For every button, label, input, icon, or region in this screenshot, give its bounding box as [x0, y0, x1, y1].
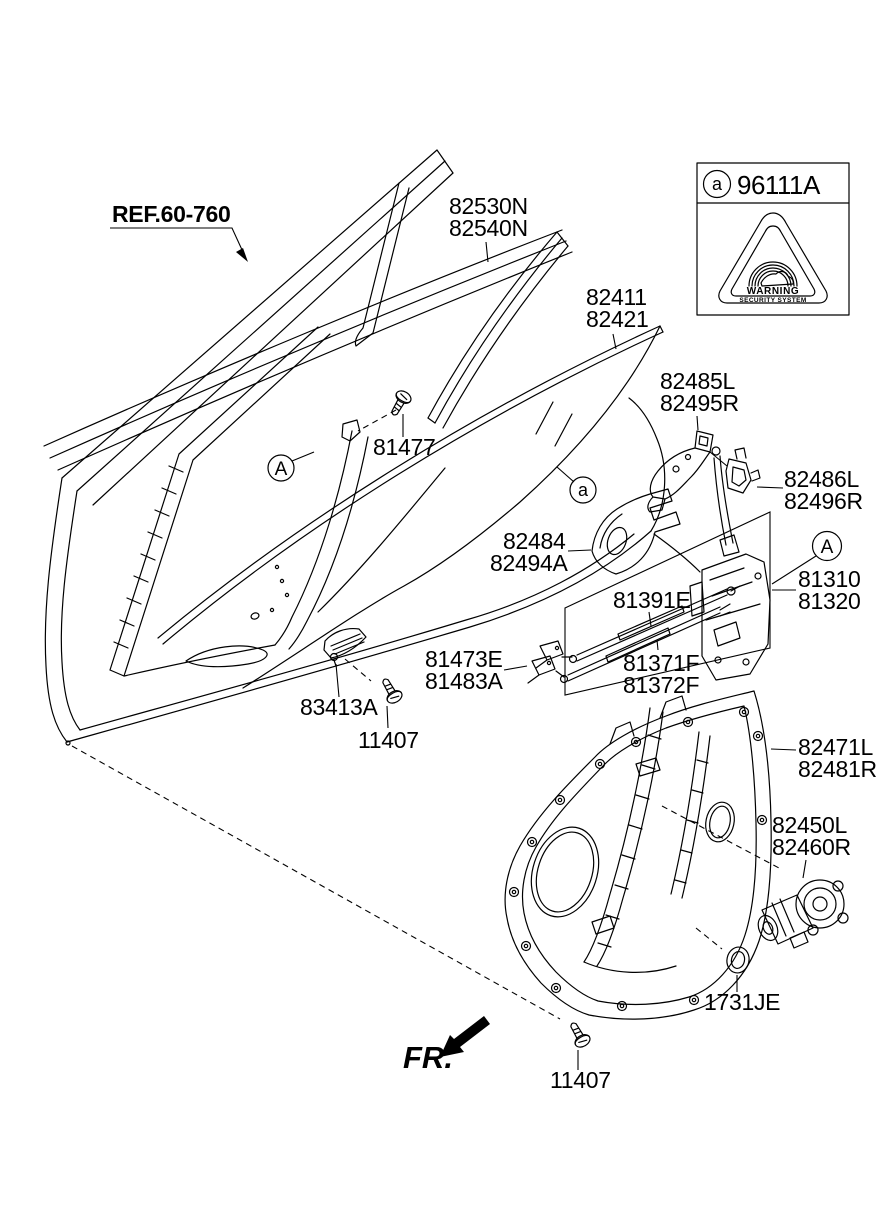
ref-label: REF.60-760 — [112, 201, 230, 227]
sash-screw-11407 — [376, 674, 405, 707]
marker-door-A: A — [267, 454, 295, 482]
label-sash-clip: 83413A — [300, 694, 378, 720]
car-silhouette-icon — [760, 270, 794, 287]
label-glass-2: 82421 — [586, 306, 648, 332]
marker-lock-A: A — [811, 530, 843, 562]
label-glass-run-2: 82540N — [449, 215, 528, 241]
label-rods-1: 81371F — [623, 650, 699, 676]
label-panel-screw: 11407 — [550, 1067, 611, 1093]
marker-letter: A — [821, 537, 834, 558]
rod-clips — [527, 640, 564, 684]
door-latch — [653, 446, 771, 681]
front-direction-arrow-icon — [440, 1016, 490, 1057]
door-module-panel — [504, 690, 772, 1020]
marker-a-circle — [702, 169, 732, 199]
label-latch-cable: 81391E — [613, 587, 691, 613]
label-frame-screw: 81477 — [373, 434, 435, 460]
label-module-panel-2: 82481R — [798, 756, 877, 782]
marker-letter: a — [578, 480, 589, 500]
label-glass-1: 82411 — [586, 284, 647, 310]
marker-letter: A — [275, 459, 288, 480]
glass-run-strip — [427, 231, 569, 429]
security-warning-sticker: WARNING SECURITY SYSTEM — [718, 212, 828, 304]
marker-glass-a: a — [569, 476, 597, 504]
marker-a-letter: a — [712, 174, 723, 194]
panel-bolt-holes — [508, 706, 768, 1012]
speaker-opening — [530, 826, 600, 918]
grommet-ring — [726, 946, 750, 974]
label-rods-2: 81372F — [623, 672, 699, 698]
label-grommet: 1731JE — [704, 989, 780, 1015]
label-latch-bracket-2: 82496R — [784, 488, 863, 514]
regulator-motor — [757, 879, 849, 949]
warning-text: WARNING — [747, 286, 800, 297]
sash-clip — [323, 627, 367, 667]
latch-cable-upper — [713, 455, 734, 546]
ref-arrowhead — [236, 248, 248, 262]
window-glass — [157, 325, 664, 689]
label-handle-base-2: 82495R — [660, 390, 739, 416]
fr-label: FR. — [403, 1040, 453, 1075]
label-motor-2: 82460R — [772, 834, 851, 860]
car-rings-icon — [748, 261, 798, 287]
door-assembly — [43, 149, 666, 746]
label-door-latch-1: 81310 — [798, 566, 860, 592]
label-door-latch-2: 81320 — [798, 588, 860, 614]
label-latch-bracket-1: 82486L — [784, 466, 859, 492]
part-labels: REF.60-760 82530N 82540N 82411 82421 824… — [112, 193, 877, 1093]
latch-bracket — [725, 447, 761, 494]
front-direction: FR. — [403, 1016, 490, 1075]
handle-pad-bracket — [591, 488, 681, 575]
security-system-text: SECURITY SYSTEM — [739, 297, 806, 304]
frame-screw-81477 — [385, 387, 414, 420]
panel-screw-11407 — [564, 1018, 593, 1051]
label-sash-screw: 11407 — [358, 727, 419, 753]
latch-cable-inner — [653, 533, 701, 573]
label-motor-1: 82450L — [772, 812, 847, 838]
leader-lines — [110, 227, 817, 1070]
label-handle-pad-2: 82494A — [490, 550, 568, 576]
connecting-rods — [555, 585, 741, 684]
label-rod-clips-2: 81483A — [425, 668, 503, 694]
warning-label-part-number: 96111A — [737, 170, 821, 200]
label-handle-pad-1: 82484 — [503, 528, 566, 554]
rod-assembly-box — [564, 511, 771, 696]
label-handle-base-1: 82485L — [660, 368, 735, 394]
label-rod-clips-1: 81473E — [425, 646, 503, 672]
label-glass-run-1: 82530N — [449, 193, 528, 219]
dashed-reference-lines — [71, 409, 780, 1020]
label-module-panel-1: 82471L — [798, 734, 873, 760]
warning-label-box: a 96111A WARNING SECURITY SYSTEM — [696, 162, 850, 316]
